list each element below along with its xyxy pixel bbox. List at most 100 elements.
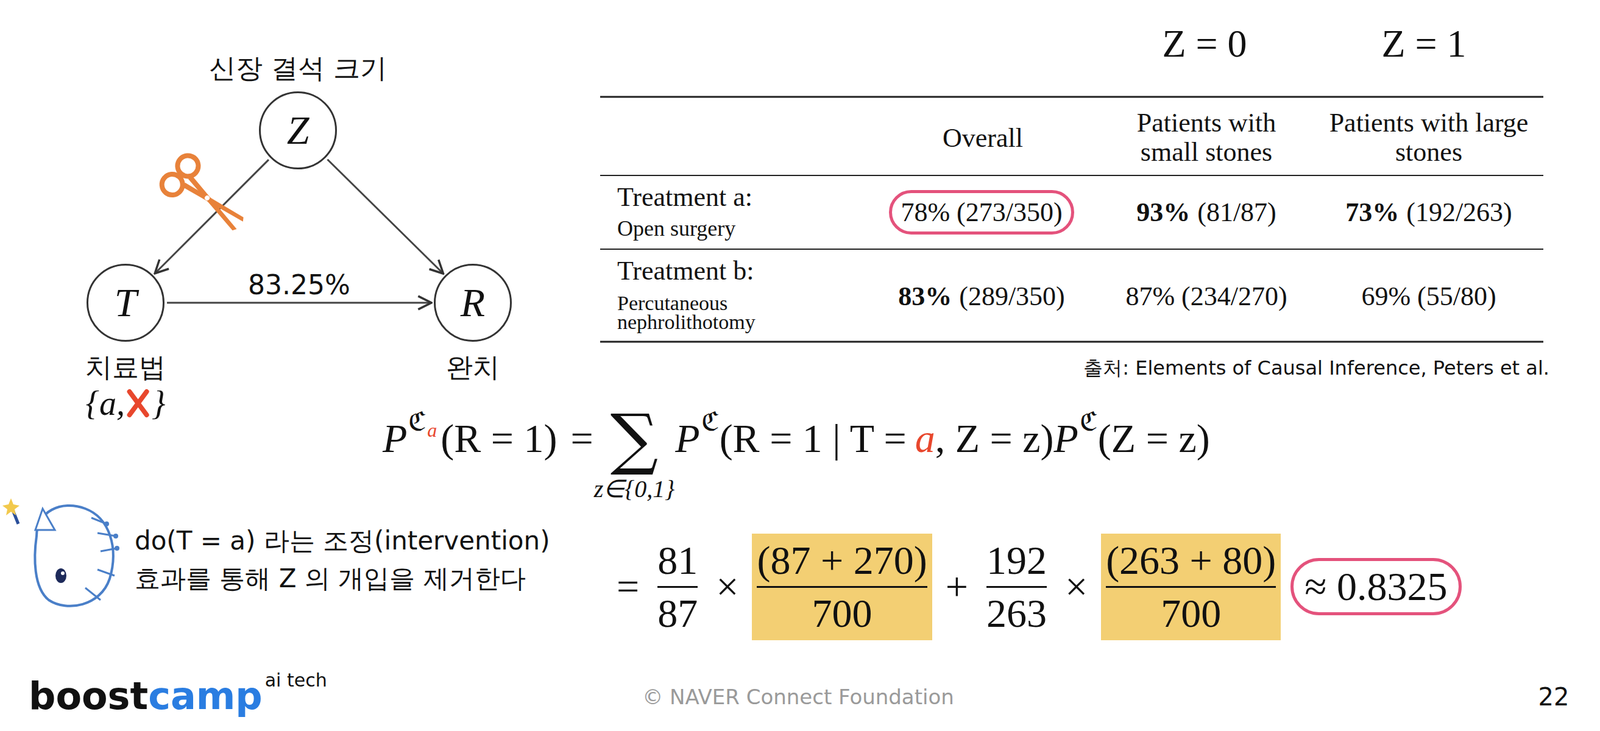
node-text-row: T	[114, 279, 138, 326]
table-cell: (289/350)	[959, 280, 1066, 312]
formula-part: ℭ	[701, 402, 720, 439]
formula-part: (87 + 270)	[756, 537, 927, 584]
label-group: 78% (273/350)	[888, 190, 1074, 235]
label-group: Overall	[942, 122, 1024, 154]
label-group: Patients with small stones	[1105, 108, 1307, 168]
table-cell: 69% (55/80)	[1361, 280, 1496, 312]
label-group: 69% (55/80)	[1361, 280, 1496, 312]
formula-part: 700	[1160, 590, 1222, 637]
table-cell: 73%	[1345, 196, 1399, 228]
label-group: 83%(289/350)	[898, 280, 1066, 312]
formula-part: 192	[986, 537, 1047, 584]
formula-part: ℭ	[1079, 402, 1098, 439]
formula-part: z∈{0,1}	[594, 474, 676, 504]
formula-part: =	[616, 563, 640, 610]
mascot-icon	[2, 498, 120, 607]
table-rules	[600, 96, 1544, 342]
node-label: R	[460, 279, 485, 326]
node-label: Z	[286, 107, 310, 154]
formula-part: ∑	[610, 405, 659, 473]
node-text-row: Z	[286, 107, 310, 154]
table-cell: 78% (273/350)	[888, 190, 1074, 235]
cross-mark	[126, 388, 151, 419]
row-header: Open surgery	[617, 215, 736, 242]
row-header: Treatment b:	[617, 255, 754, 287]
formula-part: (R = 1)	[440, 415, 557, 462]
formula-part: ×	[1065, 563, 1088, 610]
label-group: 효과를 통해 Z 의 개입을 제거한다	[134, 561, 526, 596]
column-header: Patients with large stones	[1328, 108, 1530, 168]
node-text-row: 치료법	[85, 349, 166, 386]
arrow-connector	[327, 159, 443, 275]
logo-text: ai tech	[265, 669, 328, 691]
formula-part: a	[427, 419, 437, 442]
formula-part: P	[675, 415, 700, 462]
formula-part: +	[945, 563, 969, 610]
label-group: © NAVER Connect Foundation	[642, 684, 955, 710]
formula-part: 700	[812, 590, 873, 637]
label-group: do(T = a) 라는 조정(intervention)	[134, 523, 551, 559]
label-group: 출처: Elements of Causal Inference, Peters…	[1083, 355, 1550, 383]
node-text-row: R	[460, 279, 485, 326]
label-group: 93%(81/87)	[1136, 196, 1277, 228]
label-group: 73%(192/263)	[1345, 196, 1513, 228]
label-group: 22	[1538, 683, 1570, 712]
formula-part: (263 + 80)	[1105, 537, 1276, 584]
label-group: 87% (234/270)	[1125, 280, 1287, 312]
node-label: {a,	[85, 383, 125, 423]
node-label: }	[151, 383, 166, 423]
node-label: 치료법	[85, 349, 166, 386]
highlighted-fraction: (87 + 270) 700	[751, 533, 932, 641]
page-number: 22	[1538, 683, 1570, 712]
formula-part: P	[382, 415, 408, 462]
node-label: 신장 결석 크기	[208, 50, 387, 87]
node-text-row: 완치	[446, 349, 500, 386]
fraction-bar	[756, 586, 927, 588]
formula-part: ℭ	[408, 402, 427, 439]
label-group: Z = 1	[1381, 21, 1466, 67]
footer-text: © NAVER Connect Foundation	[642, 684, 955, 710]
scissors-icon	[157, 151, 255, 243]
label-group: boostcampai tech	[28, 673, 328, 719]
label-group: Treatment a:	[617, 181, 753, 213]
label-group: Treatment b:	[617, 255, 754, 287]
sum-symbol: ∑z∈{0,1}	[610, 405, 659, 473]
column-header: Z = 0	[1161, 21, 1247, 67]
fraction: 192263	[981, 533, 1052, 641]
formula-part: (Z = z)	[1097, 415, 1211, 462]
table-cell: (81/87)	[1197, 196, 1277, 228]
formula-part: 263	[986, 590, 1047, 637]
logo-text: boost	[28, 673, 149, 719]
fraction-bar	[1105, 586, 1276, 588]
node-circle: T치료법{a,}	[86, 263, 165, 342]
row-header: Treatment a:	[617, 181, 753, 213]
formula-part: a	[915, 415, 936, 462]
column-header: Patients with small stones	[1105, 108, 1307, 168]
table-cell: (192/263)	[1406, 196, 1513, 228]
formula-part: 87	[657, 590, 698, 637]
node-circle: R완치	[433, 263, 512, 342]
column-header: Overall	[942, 122, 1024, 154]
label-group: Percutaneous nephrolithotomy	[617, 294, 788, 332]
formula-part: ≈ 0.8325	[1290, 558, 1462, 616]
note-text: do(T = a) 라는 조정(intervention)	[134, 523, 551, 559]
highlighted-fraction: (263 + 80) 700	[1100, 533, 1281, 641]
label-group: Patients with large stones	[1328, 108, 1530, 168]
edge-label: 83.25%	[244, 269, 354, 301]
node-text-row: 신장 결석 크기	[208, 50, 387, 87]
logo-text: camp	[148, 673, 263, 719]
formula-part: (R = 1 | T =	[719, 415, 907, 462]
fraction-bar	[986, 586, 1047, 588]
node-text-row: {a,}	[85, 383, 166, 423]
fraction-bar	[657, 586, 698, 588]
node-label: 완치	[446, 349, 500, 386]
formula-part: , Z = z)	[935, 415, 1055, 462]
table-cell: 83%	[898, 280, 952, 312]
label-group: Z = 0	[1161, 21, 1247, 67]
column-header: Z = 1	[1381, 21, 1466, 67]
formula-part: P	[1054, 415, 1079, 462]
note-text: 효과를 통해 Z 의 개입을 제거한다	[134, 561, 526, 596]
arrow-connector	[154, 159, 269, 274]
arrow-connector	[166, 302, 432, 305]
label-group: Open surgery	[617, 215, 736, 242]
